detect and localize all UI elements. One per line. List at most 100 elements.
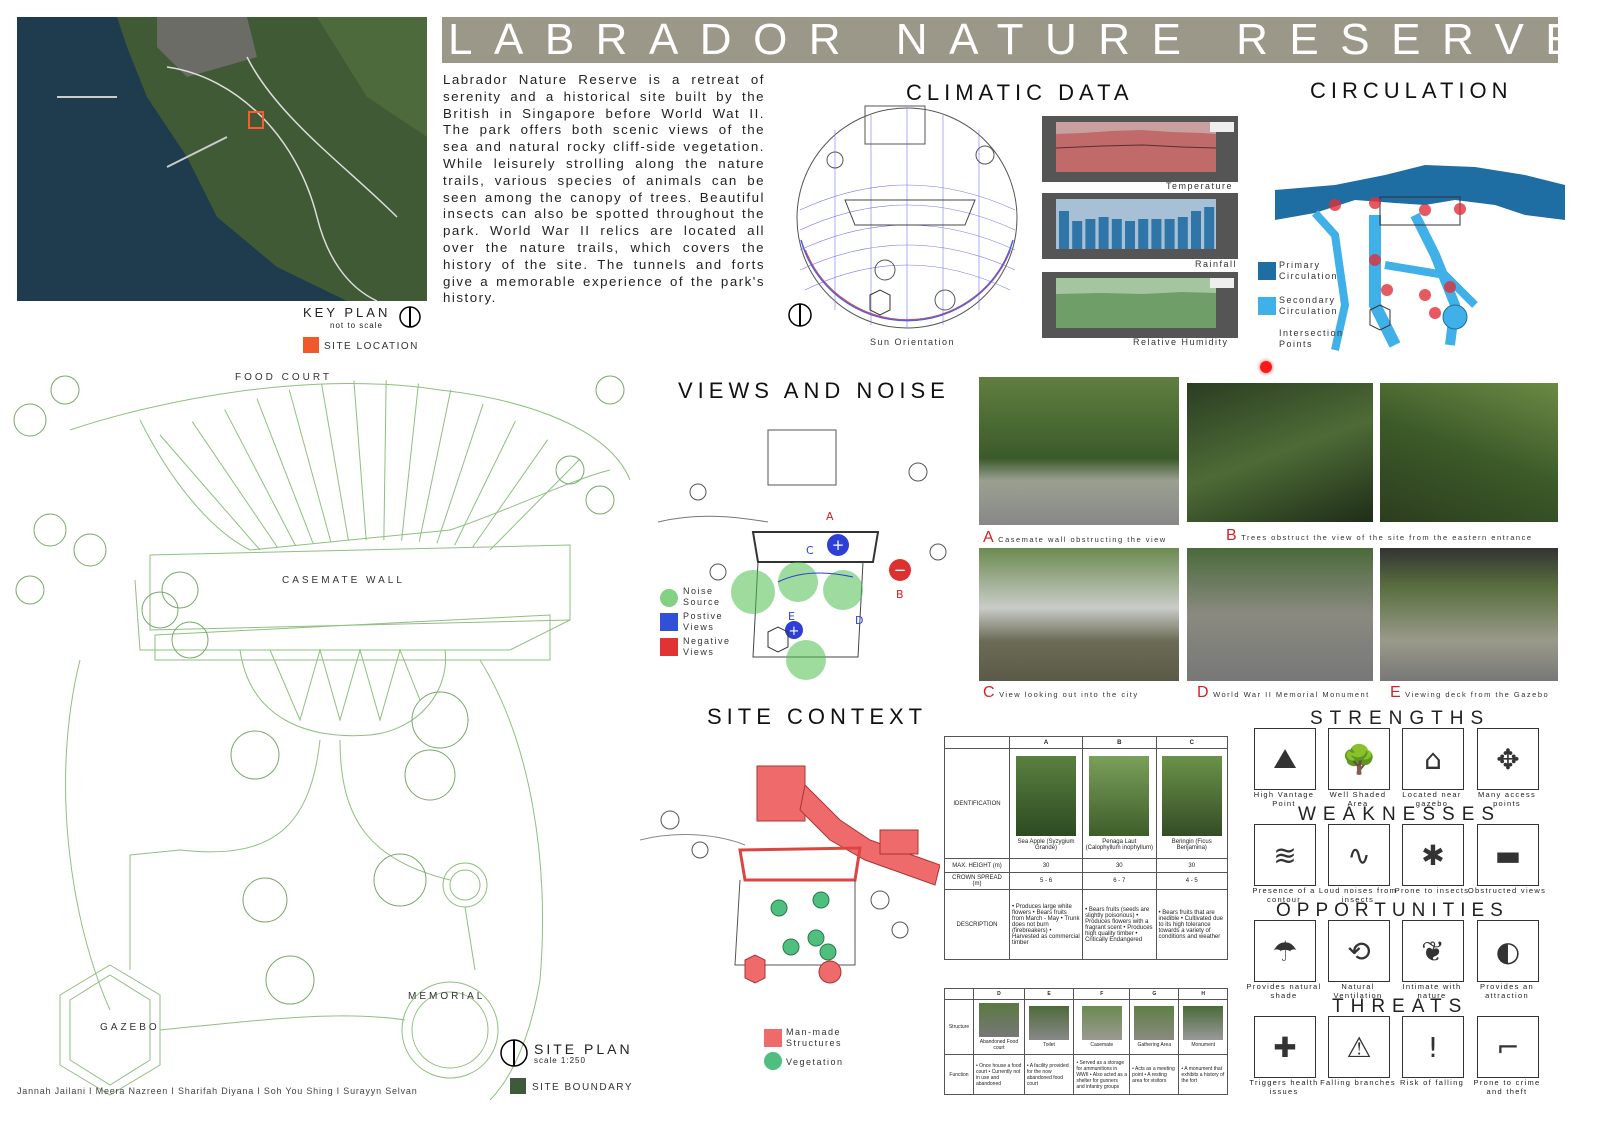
rainfall-bar — [1085, 219, 1096, 249]
site-plan-drawing — [10, 360, 635, 1110]
caption-b-letter: B — [1226, 527, 1239, 544]
views-title: VIEWS AND NOISE — [678, 378, 950, 403]
tree-a-photo — [1016, 756, 1077, 836]
weaknesses-item-label: Obstructed views — [1467, 886, 1547, 895]
tree-a-name: Sea Apple (Syzygium Grande) — [1017, 839, 1075, 851]
hill-icon: ⛰ — [1254, 728, 1316, 790]
struct-col-e: E — [1023, 988, 1075, 1000]
views-noise-diagram: + + − A B C D E — [657, 402, 963, 687]
svg-text:+: + — [832, 536, 845, 554]
weaknesses-item-label: Prone to insects — [1394, 886, 1470, 895]
tree-c-spread: 4 - 5 — [1155, 872, 1229, 890]
tree-col-b: B — [1082, 736, 1157, 749]
site-location-label: SITE LOCATION — [324, 341, 419, 352]
caption-c-text: View looking out into the city — [999, 690, 1139, 699]
struct-h-photo — [1183, 1006, 1224, 1040]
canopy-spoke — [288, 389, 332, 542]
insect-icon: ✱ — [1402, 824, 1464, 886]
threats-title: THREATS — [1332, 996, 1469, 1017]
key-plan — [17, 17, 427, 302]
food-court-label: FOOD COURT — [235, 372, 333, 383]
leaf-icon: ❦ — [1402, 920, 1464, 982]
humidity-label: Relative Humidity — [1133, 337, 1229, 347]
rainfall-bar — [1138, 219, 1149, 249]
canopy-spoke — [191, 421, 279, 548]
opportunities-item-label: Provides natural shade — [1246, 982, 1322, 1000]
site-location-swatch — [303, 337, 319, 353]
rainfall-bar — [1177, 217, 1188, 249]
canopy-spoke — [418, 389, 452, 542]
positive-views-swatch — [660, 613, 678, 631]
strengths-title: STRENGTHS — [1310, 708, 1491, 729]
strengths-item-label: Many access points — [1477, 790, 1537, 808]
tree-row-description: DESCRIPTION — [944, 889, 1010, 960]
site-plan-scale: scale 1:250 — [534, 1056, 586, 1065]
struct-g-function: • Acts as a meeting point • A resting ar… — [1129, 1054, 1180, 1095]
opportunities-item-label: Natural Ventilation — [1333, 982, 1383, 1000]
shade-icon: ☂ — [1254, 920, 1316, 982]
page-title: LABRADOR NATURE RESERVE — [448, 15, 1597, 64]
tree-row-height: MAX. HEIGHT (m) — [944, 858, 1010, 873]
caption-b-text: Trees obstruct the view of the site from… — [1241, 533, 1533, 542]
svg-text:B: B — [896, 588, 904, 601]
man-made-label: Man-made Structures — [786, 1027, 843, 1048]
tree-b-spread: 6 - 7 — [1082, 872, 1157, 890]
intro-text: Labrador Nature Reserve is a retreat of … — [443, 72, 765, 306]
canopy-spoke — [454, 420, 516, 546]
struct-col-g: G — [1129, 988, 1180, 1000]
struct-e-photo — [1029, 1006, 1070, 1040]
svg-text:A: A — [826, 510, 834, 523]
tree-icon: 🌳 — [1328, 728, 1390, 790]
rainfall-bar — [1098, 217, 1109, 249]
threats-item-label: Risk of falling — [1399, 1078, 1465, 1087]
tree-col-c: C — [1155, 736, 1229, 749]
tree-row-spread: CROWN SPREAD (m) — [944, 872, 1010, 890]
sun-north-arrow-icon — [787, 302, 813, 333]
tree-c-name: Beringin (Ficus Benjamina) — [1171, 839, 1212, 851]
primary-circulation-label: Primary Circulation — [1279, 260, 1339, 281]
svg-text:+: + — [789, 624, 800, 639]
caption-c-letter: C — [983, 684, 997, 701]
rainfall-bar — [1059, 211, 1069, 249]
positive-views-label: Postive Views — [683, 611, 724, 632]
opportunities-title: OPPORTUNITIES — [1276, 900, 1509, 921]
tree-b-photo — [1089, 756, 1150, 836]
caption-e-letter: E — [1390, 684, 1403, 701]
struct-row-structure: Structure — [944, 999, 974, 1055]
credits: Jannah Jailani I Meera Nazreen I Sharifa… — [17, 1086, 418, 1096]
struct-e-name: Toilet — [1043, 1042, 1055, 1048]
man-made-swatch — [764, 1029, 782, 1047]
struct-col-h: H — [1178, 988, 1228, 1000]
rainfall-plot-area — [1056, 199, 1216, 249]
memorial-label: MEMORIAL — [408, 991, 486, 1002]
struct-f-name: Casemate — [1090, 1042, 1114, 1048]
struct-col-d: D — [973, 988, 1025, 1000]
photo-a — [979, 377, 1179, 525]
caption-e-text: Viewing deck from the Gazebo — [1405, 690, 1550, 699]
struct-d-photo — [978, 1003, 1019, 1037]
struct-d-name: Abandoned Food court — [979, 1039, 1019, 1051]
site-boundary-label: SITE BOUNDARY — [532, 1082, 633, 1093]
canopy-spoke — [471, 439, 549, 548]
canopy-spoke — [321, 383, 349, 541]
rainfall-bar — [1164, 219, 1175, 249]
svg-text:C: C — [806, 544, 814, 557]
photo-e — [1380, 548, 1558, 681]
noise-source-label: Noise Source — [683, 586, 721, 607]
site-boundary-swatch — [510, 1078, 526, 1094]
gazebo-label: GAZEBO — [100, 1022, 160, 1033]
caption-a-letter: A — [983, 529, 996, 546]
caption-a-text: Casemate wall obstructing the view — [998, 535, 1167, 544]
svg-text:D: D — [855, 614, 863, 627]
tree-a-desc: • Produces large white flowers • Bears f… — [1008, 889, 1084, 960]
key-plan-scale: not to scale — [330, 321, 383, 330]
site-plan-north-arrow-icon — [499, 1038, 529, 1073]
photo-c — [979, 548, 1179, 681]
canopy-spoke — [159, 434, 261, 551]
caption-d-letter: D — [1197, 684, 1211, 701]
threats-item-label: Prone to crime and theft — [1473, 1078, 1541, 1096]
canopy-spoke — [224, 409, 296, 546]
context-title: SITE CONTEXT — [707, 704, 928, 729]
